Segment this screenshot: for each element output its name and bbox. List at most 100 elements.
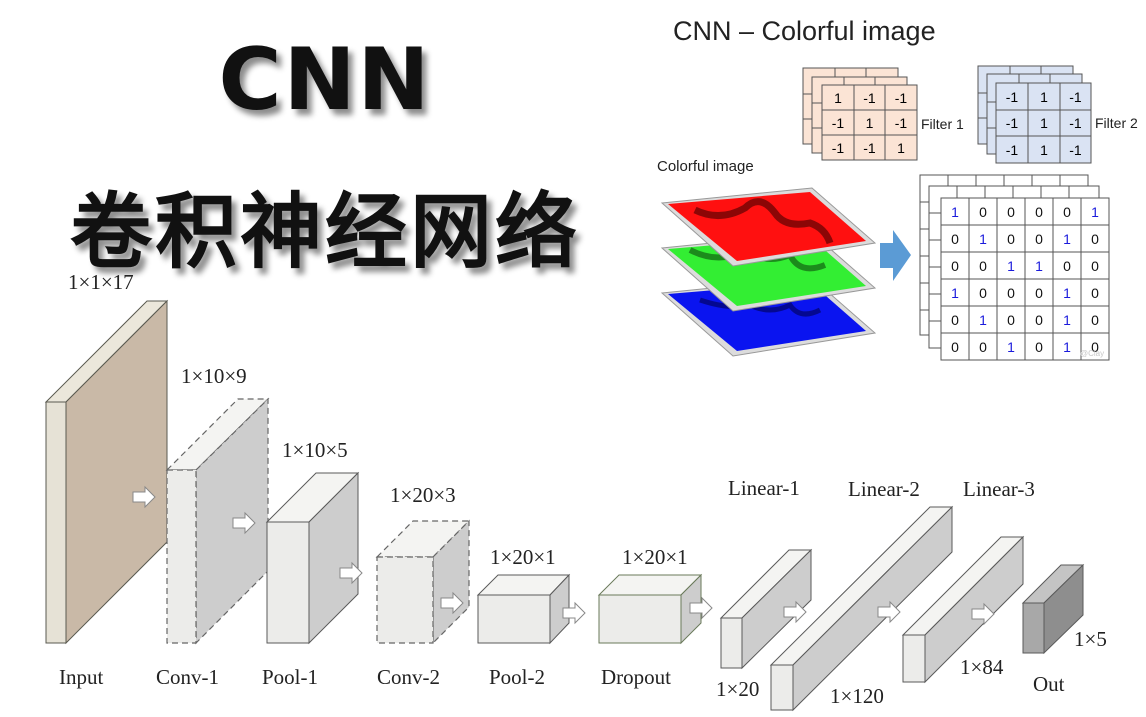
filter-1-cell: -1 [831, 114, 845, 131]
layer-block-conv-2 [375, 519, 471, 645]
output-matrix-cell: 1 [1091, 203, 1099, 220]
red-channel-layer [660, 187, 877, 267]
filter-1-cell: -1 [894, 89, 908, 106]
filter-2-label: Filter 2 [1095, 115, 1138, 131]
layer-block-pool-2 [476, 573, 571, 645]
output-matrix-cell: 0 [1007, 203, 1015, 220]
filter-2-cell: -1 [1069, 115, 1082, 131]
output-matrix-cell: 0 [951, 230, 959, 247]
colorful-image-label: Colorful image [657, 158, 754, 175]
output-matrix-cell: 0 [1035, 311, 1043, 328]
output-matrix-cell: 0 [1063, 257, 1071, 274]
output-matrix-cell: 0 [951, 257, 959, 274]
filter-1-matrix: 1 -1 -1 -1 1 -1 -1 -1 1 [822, 85, 917, 160]
output-matrix-cell: 0 [979, 338, 987, 355]
filter-1-cell: -1 [863, 139, 876, 156]
output-matrix-cell: 0 [979, 203, 987, 220]
colorful-image-slide-title: CNN – Colorful image [673, 16, 936, 46]
filter-1-cell: -1 [863, 89, 876, 106]
output-matrix-cell: 1 [951, 284, 959, 301]
layer-name-input: Input [59, 665, 104, 689]
output-matrix-cell: 0 [1035, 230, 1043, 247]
layer-name-pool-1: Pool-1 [262, 665, 319, 689]
filter-2-stack [977, 65, 1092, 164]
output-matrix-cell: 0 [979, 257, 987, 274]
output-matrix-cell: 0 [1035, 338, 1043, 355]
layer-block-input [44, 299, 169, 645]
filter-2-cell: 1 [1040, 88, 1048, 105]
layer-block-out [1021, 563, 1085, 655]
filter-2-cell: -1 [1069, 88, 1082, 105]
shape-label-input: 1×1×17 [68, 270, 134, 294]
output-matrix-cell: 1 [1063, 311, 1071, 328]
output-matrix-cell: 1 [979, 230, 987, 247]
filter-1-cell: -1 [894, 114, 908, 131]
filter-2-cell: -1 [1069, 141, 1082, 158]
filter-1-cell: 1 [865, 114, 874, 131]
layer-name-dropout: Dropout [601, 665, 671, 689]
layer-block-dropout [597, 573, 703, 645]
filter-1-cell: 1 [897, 139, 905, 156]
shape-label-linear-1: 1×20 [716, 677, 760, 701]
layer-name-out: Out [1033, 672, 1065, 696]
shape-label-linear-2: 1×120 [830, 684, 884, 708]
output-matrix-cell: 0 [979, 284, 987, 301]
layer-name-linear-3: Linear-3 [963, 477, 1035, 501]
output-matrix-cell: 0 [1035, 203, 1043, 220]
output-matrix-cell: 1 [1035, 257, 1043, 274]
layer-block-linear-1 [719, 548, 813, 670]
filter-1-label: Filter 1 [921, 116, 964, 132]
layer-name-pool-2: Pool-2 [489, 665, 546, 689]
output-matrix-cell: 0 [951, 338, 959, 355]
output-matrix-cell: 0 [1091, 230, 1099, 247]
output-matrix-cell: 1 [1063, 230, 1071, 247]
rgb-channel-layers [660, 187, 877, 357]
output-feature-map-stack [919, 174, 1110, 361]
filter-2-cell: 1 [1040, 115, 1048, 131]
output-matrix-cell: 1 [1063, 338, 1071, 355]
title-cnn: CNN [218, 30, 432, 130]
layer-block-pool-1 [265, 471, 360, 645]
output-matrix-cell: 1 [1007, 257, 1015, 274]
output-matrix-cell: 1 [951, 203, 959, 220]
filter-2-matrix: -1 1 -1 -1 1 -1 -1 1 -1 [996, 83, 1091, 163]
shape-label-linear-3: 1×84 [960, 655, 1004, 679]
layer-name-conv-2: Conv-2 [377, 665, 440, 689]
shape-label-pool-2: 1×20×1 [490, 545, 556, 569]
output-matrix-cell: 0 [1091, 284, 1099, 301]
output-matrix-cell: 1 [979, 311, 987, 328]
output-matrix-cell: 1 [1007, 338, 1015, 355]
title-chinese: 卷积神经网络 [69, 185, 580, 280]
filter-2-cell: 1 [1040, 141, 1048, 158]
output-matrix-cell: 0 [1091, 311, 1099, 328]
filter-2-cell: -1 [1005, 141, 1019, 158]
shape-label-out: 1×5 [1074, 627, 1107, 651]
shape-label-conv-2: 1×20×3 [390, 483, 456, 507]
layer-name-conv-1: Conv-1 [156, 665, 219, 689]
output-matrix-cell: 0 [951, 311, 959, 328]
filter-1-cell: 1 [834, 89, 842, 106]
filter-2-cell: -1 [1005, 115, 1019, 131]
output-matrix-cell: 0 [1007, 311, 1015, 328]
output-matrix-cell: 0 [1035, 284, 1043, 301]
filter-1-cell: -1 [831, 139, 845, 156]
filter-1-stack [802, 67, 918, 161]
output-matrix-cell: 0 [1091, 257, 1099, 274]
output-matrix-cell: 0 [1091, 338, 1099, 355]
shape-label-pool-1: 1×10×5 [282, 438, 348, 462]
filter-2-cell: -1 [1005, 88, 1019, 105]
output-matrix-cell: 0 [1063, 203, 1071, 220]
output-matrix-cell: 0 [1007, 230, 1015, 247]
shape-label-conv-1: 1×10×9 [181, 364, 247, 388]
blue-arrow-icon [880, 230, 911, 281]
output-matrix-cell: 0 [1007, 284, 1015, 301]
shape-label-dropout: 1×20×1 [622, 545, 688, 569]
output-matrix-cell: 1 [1063, 284, 1071, 301]
output-feature-map-matrix: 1 0 0 0 0 1 0 1 0 0 1 0 0 0 1 1 0 0 1 0 0 0 1 0 0 1 0 0 1 0 0 0 1 0 1 0 [941, 198, 1109, 360]
layer-block-linear-2 [769, 505, 954, 712]
green-channel-layer [660, 232, 877, 312]
watermark: @Clay [1080, 349, 1105, 358]
layer-name-linear-1: Linear-1 [728, 476, 800, 500]
